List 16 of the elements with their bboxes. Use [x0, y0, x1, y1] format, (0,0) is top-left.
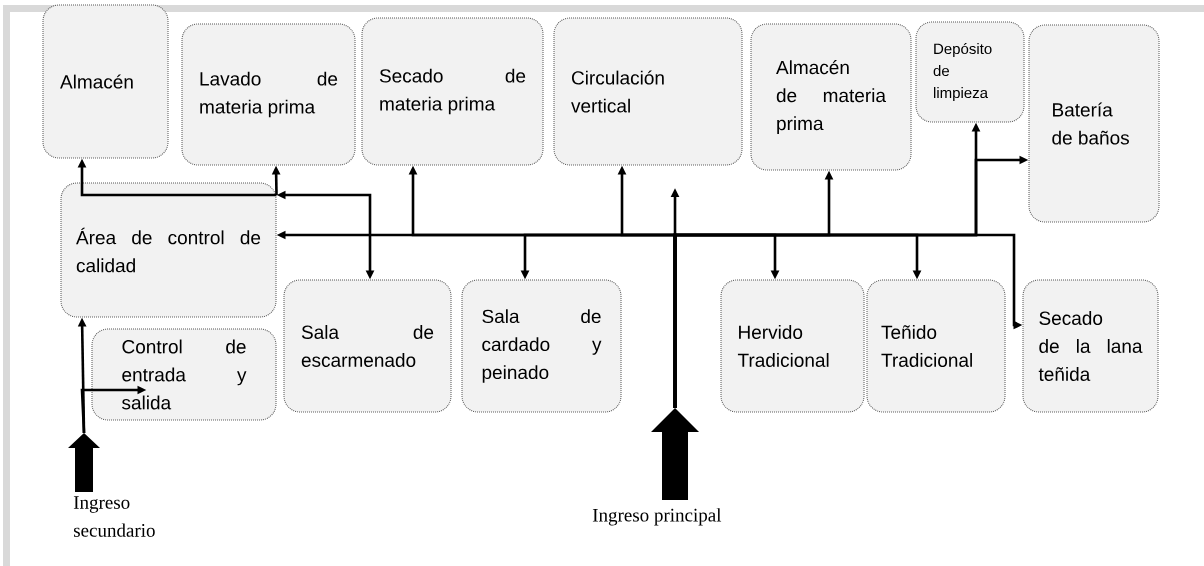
entrance-label: Ingreso principal — [592, 508, 722, 526]
area-box: Lavado de materia prima — [181, 23, 356, 166]
area-box: Sala de cardado y peinado — [461, 279, 622, 413]
area-box: Área de control de calidad — [60, 182, 277, 318]
area-box: Circulación vertical — [553, 17, 743, 166]
area-box: Depósito de limpieza — [915, 21, 1025, 123]
area-box: Batería de baños — [1028, 24, 1160, 223]
area-box: Teñido Tradicional — [866, 279, 1006, 413]
area-box: Almacén — [42, 4, 169, 159]
area-box: Hervido Tradicional — [720, 279, 865, 413]
area-box: Control de entrada y salida — [91, 328, 277, 421]
area-box: Sala de escarmenado — [283, 279, 452, 413]
entrance-label: Ingreso secundario — [73, 496, 155, 537]
area-box: Almacén de materia prima — [750, 23, 912, 171]
area-box: Secado de la lana teñida — [1022, 279, 1159, 413]
area-box: Secado de materia prima — [361, 17, 544, 166]
